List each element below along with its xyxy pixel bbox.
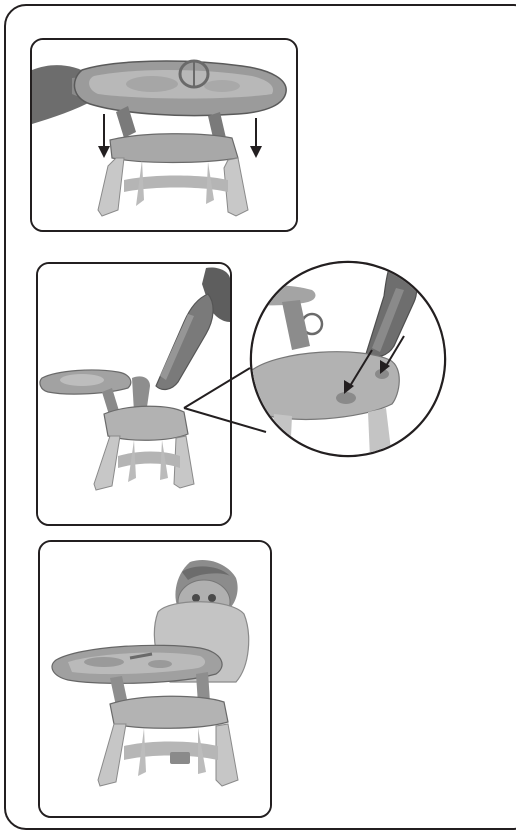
chair-seat-shape: [110, 134, 238, 163]
step-3-illustration: [40, 542, 270, 816]
chair-seat-shape: [110, 696, 228, 728]
chair-seat-shape: [104, 406, 188, 440]
step-1-illustration: [32, 40, 296, 230]
step-2-illustration: [38, 264, 230, 524]
step-1-panel: [30, 38, 298, 232]
step-3-panel: [38, 540, 272, 818]
step-2-panel: [36, 262, 232, 526]
